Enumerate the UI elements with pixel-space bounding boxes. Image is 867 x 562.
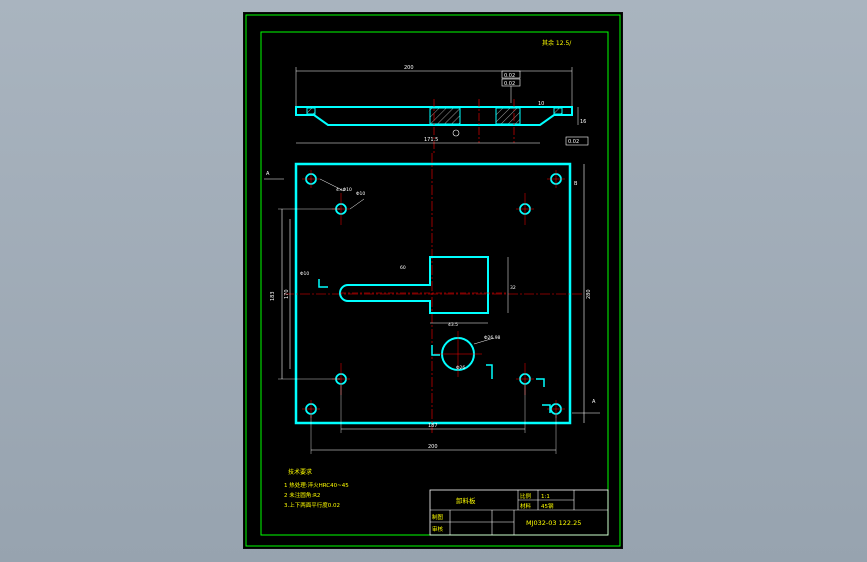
dim-slot-depth: 32 [510, 285, 516, 291]
dim-top-width: 200 [404, 65, 414, 71]
dim-slot-radius: Φ10 [300, 271, 309, 277]
tolerance-box-plan [565, 136, 589, 146]
dim-slot-top: 60 [400, 265, 406, 271]
dim-overall-width: 200 [428, 444, 438, 450]
dim-inner-width: 187 [428, 423, 438, 429]
tolerance-2: 0.02 [504, 81, 515, 87]
corner-note: 其余 12.5/ [542, 39, 572, 47]
tolerance-plan: 0.02 [568, 139, 579, 145]
keyhole-slot [339, 256, 489, 314]
datum-b: B [574, 181, 578, 187]
part-name: 卸料板 [456, 496, 476, 505]
tech-requirement-2: 2 未注圆角:R2 [284, 491, 320, 499]
plan-view: 0.02 [264, 136, 600, 454]
section-mark-right: A [592, 399, 596, 405]
dim-height-left-outer: 183 [270, 291, 276, 301]
tech-requirements-title: 技术要求 [288, 468, 312, 476]
corner-hole-tl [302, 170, 320, 188]
section-outline [295, 106, 573, 126]
scale-label: 比例 [520, 492, 532, 500]
callout-circle: Φ26.98 [484, 335, 501, 341]
datum-a: A [266, 171, 270, 177]
plate-outline [294, 162, 572, 425]
checked-label: 审核 [432, 525, 444, 533]
material-value: 45钢 [541, 502, 554, 510]
callout-small-hole: Φ10 [356, 191, 365, 197]
dim-circle: Φ26 [456, 365, 465, 371]
side-view: 200 0.02 0.02 171.5 16 10 [295, 65, 586, 153]
corner-hole-tr [547, 170, 565, 188]
callout-holes: 4×Φ10 [336, 187, 352, 193]
cad-drawing: 其余 12.5/ 200 0.02 0.02 171. [245, 14, 621, 547]
tolerance-1: 0.02 [504, 73, 515, 79]
tech-requirement-1: 1 热处理:淬火HRC40~45 [284, 481, 349, 489]
title-block: 卸料板 比例 1:1 材料 45钢 制图 审核 MJ032-03 122.25 [429, 489, 609, 536]
dim-side-height: 16 [580, 119, 586, 125]
dim-height-right: 280 [586, 289, 592, 299]
inner-hole-tr [516, 193, 534, 225]
drawing-sheet: 其余 12.5/ 200 0.02 0.02 171. [243, 12, 623, 549]
drawing-number: MJ032-03 122.25 [526, 519, 581, 527]
dim-height-left-inner: 170 [284, 289, 290, 299]
dim-side-width: 171.5 [424, 137, 438, 143]
drawn-label: 制图 [432, 513, 444, 521]
tech-requirements: 技术要求 1 热处理:淬火HRC40~45 2 未注圆角:R2 3.上下两面平行… [284, 468, 349, 509]
outer-frame [245, 14, 621, 547]
dim-side-thickness: 10 [538, 101, 544, 107]
scale-value: 1:1 [541, 494, 550, 500]
tech-requirement-3: 3.上下两面平行度0.02 [284, 501, 340, 509]
material-label: 材料 [520, 502, 532, 510]
dim-slot-width: 43.5 [448, 322, 458, 328]
tolerance-box-1 [501, 70, 521, 79]
